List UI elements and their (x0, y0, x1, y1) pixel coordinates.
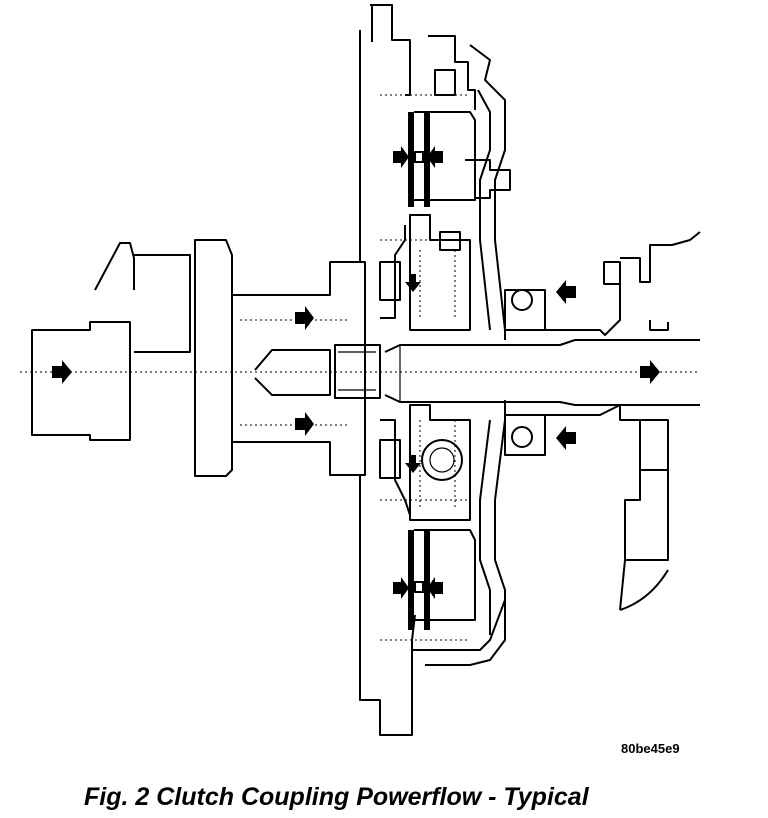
powerflow-arrow-icon (556, 426, 576, 450)
powerflow-arrow-icon (52, 360, 72, 384)
flywheel-housing (359, 4, 470, 736)
powerflow-arrow-icon (393, 577, 409, 599)
output-shaft (384, 339, 700, 406)
center-hub (409, 214, 471, 521)
powerflow-arrow-icon (556, 280, 576, 304)
crankshaft-hub (20, 239, 700, 477)
clutch-coupling-diagram (20, 4, 701, 736)
powerflow-arrows (52, 146, 660, 599)
friction-discs-lower (408, 529, 506, 651)
powerflow-arrow-icon (427, 577, 443, 599)
pressure-plate-cover (425, 44, 506, 666)
powerflow-arrow-icon (295, 306, 314, 330)
powerflow-arrow-icon (405, 455, 421, 473)
figure-caption: Fig. 2 Clutch Coupling Powerflow - Typic… (84, 783, 589, 811)
powerflow-arrow-icon (393, 146, 409, 168)
transmission-housing (603, 231, 701, 611)
figure-reference-code: 80be45e9 (621, 741, 680, 756)
powerflow-arrow-icon (640, 360, 660, 384)
powerflow-arrow-icon (427, 146, 443, 168)
release-bearings (504, 280, 621, 456)
friction-discs-upper (408, 35, 511, 207)
powerflow-arrow-icon (295, 412, 314, 436)
powerflow-arrow-icon (405, 274, 421, 292)
